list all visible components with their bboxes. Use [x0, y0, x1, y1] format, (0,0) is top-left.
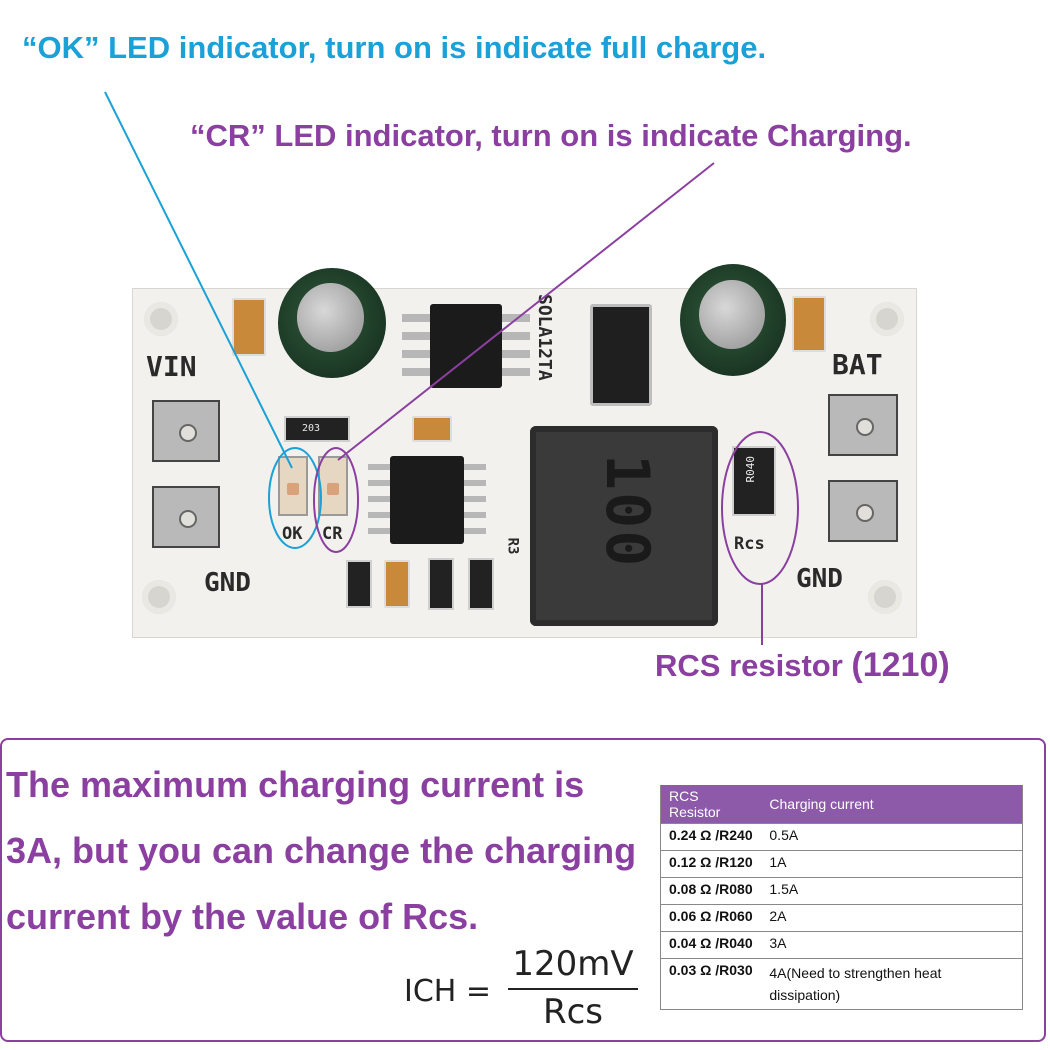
resistor-203: 203 — [284, 416, 350, 442]
rcs-value: 0.12 Ω /R120 — [660, 850, 762, 878]
chip-pin — [502, 314, 530, 322]
current-value: 1.5A — [761, 877, 1023, 905]
ic-pin — [464, 528, 486, 534]
output-electrolytic-capacitor — [680, 264, 786, 376]
ic-pin — [464, 464, 486, 470]
ic-pin — [368, 464, 390, 470]
chip-pin — [402, 368, 430, 376]
resistor-203-marking: 203 — [302, 423, 321, 434]
cr-leader-line — [337, 162, 715, 461]
rcs-resistor-callout: RCS resistor (1210) — [655, 646, 950, 685]
pcb-board: VIN BAT GND GND SOLA12TA 203 OK CR R3 10… — [132, 264, 917, 638]
cr-led-highlight — [313, 447, 359, 553]
ic-pin — [368, 512, 390, 518]
explanation-panel — [0, 738, 1046, 1042]
vin-label: VIN — [146, 350, 197, 383]
charging-current-description: The maximum charging current is 3A, but … — [6, 764, 637, 937]
gnd-right-pad — [828, 480, 898, 542]
chip-pin — [502, 368, 530, 376]
ic-pin — [368, 480, 390, 486]
ok-led-highlight — [268, 447, 322, 549]
ok-led — [278, 456, 308, 516]
table-header-row: RCS Resistor Charging current — [660, 785, 1023, 824]
gnd-right-label: GND — [796, 564, 843, 594]
inductor-marking: 100 — [592, 454, 662, 569]
mount-hole — [870, 302, 904, 336]
table-row: 0.04 Ω /R040 3A — [660, 931, 1023, 959]
rcs-value: 0.24 Ω /R240 — [660, 823, 762, 851]
input-electrolytic-capacitor — [278, 268, 386, 378]
ic-pin — [368, 528, 390, 534]
smd-resistor — [428, 558, 454, 610]
smd-resistor — [346, 560, 372, 608]
chip-pin — [502, 350, 530, 358]
table-row: 0.24 Ω /R240 0.5A — [660, 823, 1023, 851]
rcs-value: 0.08 Ω /R080 — [660, 877, 762, 905]
bat-pad — [828, 394, 898, 456]
ic-pin — [464, 480, 486, 486]
current-value: 2A — [761, 904, 1023, 932]
column-header-rcs: RCS Resistor — [660, 785, 762, 824]
ic-pin — [464, 496, 486, 502]
rcs-highlight — [721, 431, 799, 585]
formula-fraction-bar — [508, 988, 638, 990]
rcs-current-table: RCS Resistor Charging current 0.24 Ω /R2… — [660, 785, 1023, 1010]
rcs-label: Rcs — [734, 534, 765, 554]
current-value: 1A — [761, 850, 1023, 878]
table-row: 0.12 Ω /R120 1A — [660, 850, 1023, 878]
rcs-value: 0.04 Ω /R040 — [660, 931, 762, 959]
smd-capacitor — [384, 560, 410, 608]
ic-pin — [464, 512, 486, 518]
input-capacitor-smd — [232, 298, 266, 356]
vin-pad — [152, 400, 220, 462]
mosfet-chip — [430, 304, 502, 388]
current-value: 0.5A — [761, 823, 1023, 851]
formula-lhs: ICH = — [404, 974, 492, 1009]
current-value: 4A(Need to strengthen heat dissipation) — [761, 958, 1023, 1010]
rcs-callout-size: (1210) — [851, 646, 950, 684]
formula-denominator: Rcs — [542, 992, 604, 1032]
ic-pin — [368, 496, 390, 502]
chip-pin — [502, 332, 530, 340]
rcs-callout-label: RCS resistor — [655, 648, 852, 683]
diode-marking: SOLA12TA — [534, 294, 555, 381]
charger-ic — [390, 456, 464, 544]
column-header-current: Charging current — [761, 785, 1023, 824]
charging-current-formula: ICH = 120mV Rcs — [404, 944, 644, 1036]
mount-hole — [144, 302, 178, 336]
rcs-value: 0.06 Ω /R060 — [660, 904, 762, 932]
rcs-value: 0.03 Ω /R030 — [660, 958, 762, 1010]
cr-led-label: CR — [322, 524, 343, 544]
ok-led-callout: “OK” LED indicator, turn on is indicate … — [22, 30, 767, 65]
bat-label: BAT — [832, 348, 883, 381]
table-row: 0.08 Ω /R080 1.5A — [660, 877, 1023, 905]
output-capacitor-smd — [792, 296, 826, 352]
gnd-left-label: GND — [204, 568, 251, 598]
chip-pin — [402, 332, 430, 340]
current-value: 3A — [761, 931, 1023, 959]
callout-overlay — [104, 91, 799, 645]
chip-pin — [402, 314, 430, 322]
mount-hole — [142, 580, 176, 614]
ok-leader-line — [104, 91, 293, 469]
formula-numerator: 120mV — [512, 944, 634, 984]
smd-capacitor — [412, 416, 452, 442]
cr-led-callout: “CR” LED indicator, turn on is indicate … — [190, 118, 912, 153]
ok-led-label: OK — [282, 524, 303, 544]
power-inductor: 100 — [530, 426, 718, 626]
chip-pin — [402, 350, 430, 358]
gnd-left-pad — [152, 486, 220, 548]
smd-resistor — [468, 558, 494, 610]
table-row: 0.03 Ω /R030 4A(Need to strengthen heat … — [660, 958, 1023, 1010]
mount-hole — [868, 580, 902, 614]
table-row: 0.06 Ω /R060 2A — [660, 904, 1023, 932]
cr-led — [318, 456, 348, 516]
rcs-resistor: R040 — [732, 446, 776, 516]
schottky-diode — [590, 304, 652, 406]
